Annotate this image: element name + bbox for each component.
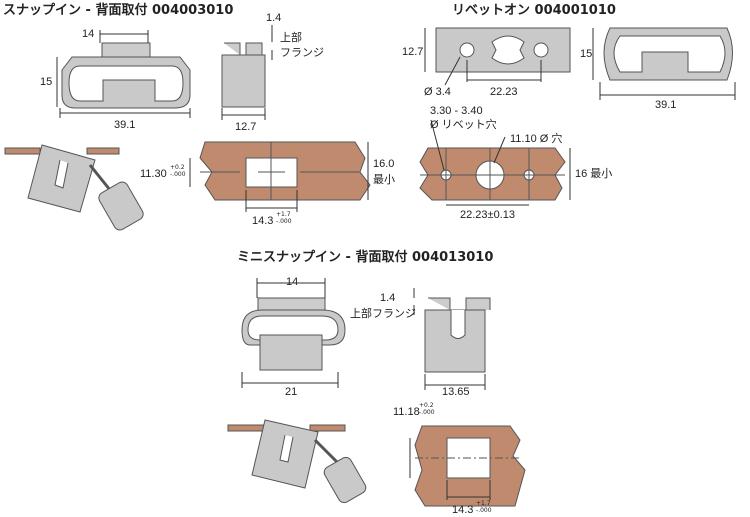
cutout-width-tol-plus: +1.7 (276, 211, 291, 218)
snap-in-side-view (221, 25, 273, 120)
cutout-width: 14.3 (252, 215, 274, 227)
snap-in-front-view (56, 30, 191, 118)
mini-cutout-width: 14.3 (452, 504, 474, 516)
mini-dim-length: 21 (285, 386, 298, 398)
rivet-panel-min: 16 最小 (575, 168, 613, 180)
cutout-height: 11.30 (140, 168, 167, 180)
mini-snap-in-title: ミニスナップイン - 背面取付 004013010 (237, 250, 494, 265)
cutout-width-tol-minus: -.000 (276, 218, 292, 225)
mini-snap-in-panel-cutout (409, 425, 526, 507)
rivet-hole-label: Ø リベット穴 (430, 119, 497, 131)
rivet-spacing-tol: 22.23±0.13 (460, 209, 515, 221)
snap-in-title: スナップイン - 背面取付 004003010 (3, 3, 234, 18)
center-hole-label: 11.10 Ø 穴 (510, 133, 563, 145)
rivet-on-title: リベットオン 004001010 (452, 3, 616, 18)
rivet-hole-spacing: 22.23 (490, 86, 518, 98)
cutout-height-tol-minus: -.000 (170, 171, 186, 178)
dim-side-width: 12.7 (235, 121, 257, 133)
flange-label-2: フランジ (280, 47, 324, 59)
mini-cutout-height-tol-plus: +0.2 (419, 402, 434, 409)
mini-cutout-height: 11.18 (393, 406, 420, 418)
rivet-side-length: 39.1 (655, 99, 677, 111)
mini-dim-flange: 1.4 (380, 292, 396, 304)
mini-cutout-width-tol-minus: -.000 (476, 507, 492, 514)
mini-snap-in-side-view (413, 288, 491, 390)
rivet-side-height: 15 (580, 48, 593, 60)
dim-length: 39.1 (114, 119, 136, 131)
rivet-hole-dia: Ø 3.4 (424, 86, 451, 98)
mini-snap-in-install-illustration (227, 419, 367, 504)
rivet-hole-range: 3.30 - 3.40 (430, 105, 483, 117)
rivet-on-plate (424, 27, 571, 86)
rivet-dim-height: 12.7 (402, 46, 424, 58)
mini-flange-label: 上部フランジ (350, 308, 416, 320)
snap-in-panel-cutout (189, 141, 371, 212)
mini-dim-flange-width: 14 (286, 276, 299, 288)
cutout-height-tol-plus: +0.2 (170, 164, 185, 171)
flange-label-1: 上部 (280, 32, 302, 44)
mini-snap-in-front-view (241, 278, 346, 388)
dim-flange-width: 14 (82, 28, 95, 40)
rivet-on-panel-drilling (419, 119, 571, 206)
dim-height: 15 (40, 76, 53, 88)
dim-flange-thickness: 1.4 (266, 12, 282, 24)
mini-cutout-height-tol-minus: -.000 (419, 409, 435, 416)
mini-dim-side-width: 13.65 (442, 386, 470, 398)
snap-in-install-illustration (4, 144, 144, 231)
panel-min-label: 最小 (373, 174, 395, 186)
panel-min-value: 16.0 (373, 158, 395, 170)
mini-cutout-width-tol-plus: +1.7 (476, 500, 491, 507)
rivet-on-side-view (592, 27, 736, 100)
